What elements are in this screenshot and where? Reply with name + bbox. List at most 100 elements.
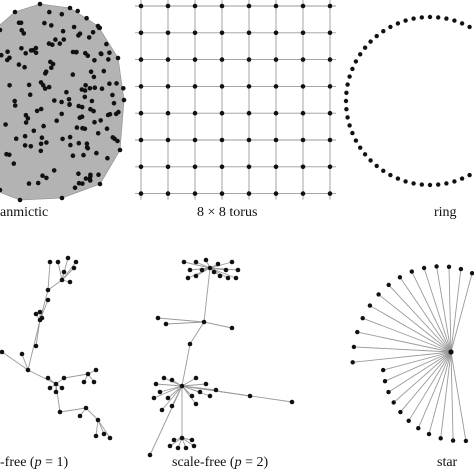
- node: [163, 321, 169, 327]
- edge: [450, 351, 454, 441]
- node: [353, 138, 359, 143]
- node: [76, 140, 82, 146]
- node: [344, 107, 349, 112]
- node: [469, 271, 474, 276]
- node: [87, 86, 93, 91]
- node: [70, 153, 76, 158]
- node: [138, 110, 144, 116]
- node: [247, 393, 253, 399]
- edge: [423, 267, 452, 353]
- node: [192, 110, 198, 116]
- node: [18, 20, 24, 26]
- node: [157, 389, 163, 395]
- node: [192, 3, 198, 9]
- node: [59, 385, 65, 391]
- edge: [27, 369, 57, 385]
- edge: [203, 267, 211, 323]
- node: [138, 30, 144, 36]
- edge: [1, 351, 29, 371]
- node: [60, 136, 65, 142]
- node: [153, 381, 159, 387]
- node: [79, 104, 85, 110]
- node: [246, 57, 252, 62]
- edge: [388, 351, 452, 393]
- node: [197, 389, 203, 395]
- node: [192, 137, 198, 143]
- node: [107, 435, 113, 441]
- scale-free-p2-network: [147, 257, 295, 458]
- node: [300, 57, 306, 62]
- node: [105, 155, 110, 161]
- scale-free-p1-network: [0, 255, 113, 441]
- node: [213, 387, 219, 393]
- node: [59, 111, 64, 117]
- node: [92, 58, 97, 63]
- node: [25, 116, 31, 121]
- node: [327, 164, 333, 170]
- node: [351, 344, 357, 350]
- node: [121, 97, 127, 103]
- node: [65, 255, 71, 261]
- edge: [357, 331, 452, 353]
- node: [138, 3, 144, 9]
- node: [273, 30, 279, 36]
- node: [300, 137, 306, 143]
- node: [70, 49, 76, 55]
- node: [25, 367, 31, 373]
- node: [362, 45, 368, 50]
- node: [0, 187, 3, 193]
- node: [45, 297, 51, 303]
- node: [107, 50, 112, 55]
- edge: [165, 321, 205, 325]
- node: [246, 3, 252, 9]
- edge: [149, 385, 183, 456]
- node: [28, 48, 34, 53]
- node: [116, 109, 121, 115]
- node: [84, 145, 90, 150]
- node: [183, 445, 189, 451]
- node: [419, 182, 424, 187]
- edge: [203, 321, 233, 329]
- node: [327, 191, 333, 196]
- node: [26, 181, 32, 186]
- edge: [47, 279, 63, 291]
- node: [358, 52, 363, 57]
- edge: [352, 351, 452, 363]
- node: [181, 259, 187, 265]
- node: [203, 257, 209, 263]
- edge: [384, 351, 452, 382]
- node: [191, 443, 197, 449]
- node: [54, 118, 59, 123]
- node: [343, 98, 349, 104]
- node: [386, 389, 391, 395]
- edge: [161, 385, 183, 411]
- node: [155, 315, 161, 321]
- node: [350, 360, 355, 365]
- edge: [47, 261, 51, 291]
- node: [273, 57, 279, 62]
- node: [167, 443, 173, 449]
- node: [207, 393, 213, 399]
- node: [55, 259, 61, 265]
- edge: [187, 267, 211, 279]
- node: [110, 92, 115, 98]
- node: [44, 140, 49, 145]
- node: [381, 367, 386, 373]
- node: [26, 82, 32, 88]
- node: [83, 176, 89, 181]
- edge: [209, 261, 233, 269]
- node: [327, 137, 333, 143]
- node: [327, 57, 333, 62]
- node: [138, 57, 144, 62]
- node: [42, 86, 48, 91]
- node: [225, 275, 231, 281]
- node: [165, 57, 171, 62]
- node: [327, 30, 333, 36]
- node: [187, 341, 193, 347]
- edge: [59, 407, 87, 413]
- edge: [393, 351, 452, 403]
- edge: [440, 351, 452, 439]
- node: [388, 172, 393, 178]
- node: [22, 64, 27, 70]
- edge: [450, 269, 462, 353]
